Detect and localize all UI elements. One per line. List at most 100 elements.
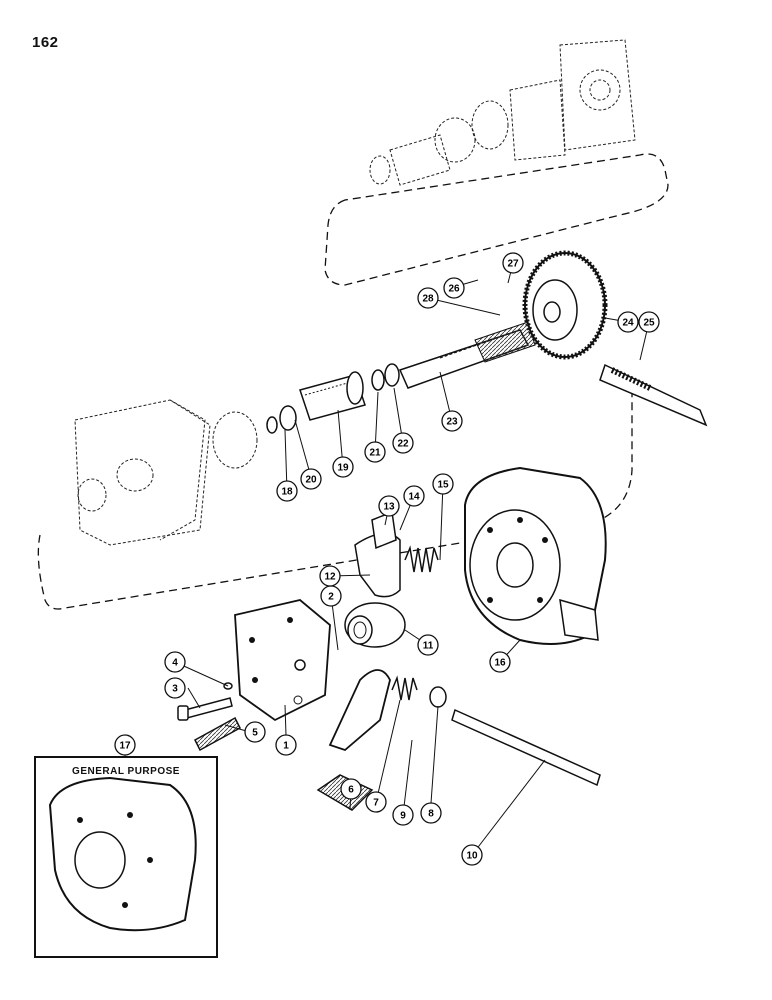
fork-spring: [404, 545, 439, 573]
callout-number: 16: [494, 658, 506, 669]
callout-28: 28: [417, 287, 439, 309]
callout-11: 11: [417, 634, 439, 656]
pinion-shaft: [599, 363, 708, 427]
callout-number: 13: [383, 502, 395, 513]
callout-number: 10: [466, 851, 478, 862]
callout-circle: [365, 791, 387, 813]
shift-fork: [354, 510, 401, 598]
callout-circle: [441, 410, 463, 432]
callout-number: 23: [446, 417, 458, 428]
callout-4: 4: [164, 651, 186, 673]
callout-number: 2: [328, 592, 334, 603]
cover-plate: [234, 599, 331, 722]
callout-21: 21: [364, 441, 386, 463]
callout-17: 17: [114, 734, 136, 756]
callout-number: 3: [172, 684, 178, 695]
inset-title: GENERAL PURPOSE: [72, 766, 180, 777]
inset-housing: [48, 776, 197, 932]
dashed-assembly-boundary-upper: [324, 153, 669, 286]
callout-number: 20: [305, 475, 317, 486]
callout-number: 27: [507, 259, 519, 270]
callout-number: 14: [408, 492, 420, 503]
callout-circle: [164, 651, 186, 673]
callout-9: 9: [392, 804, 414, 826]
callout-circle: [114, 734, 136, 756]
callout-circle: [443, 277, 465, 299]
callout-22: 22: [392, 432, 414, 454]
callout-number: 6: [348, 785, 354, 796]
callout-circle: [164, 677, 186, 699]
callout-number: 15: [437, 480, 449, 491]
callout-number: 9: [400, 811, 406, 822]
callout-circle: [617, 311, 639, 333]
callout-5: 5: [244, 721, 266, 743]
callout-2: 2: [320, 585, 342, 607]
callout-number: 7: [373, 798, 379, 809]
callout-circle: [432, 473, 454, 495]
callout-circle: [340, 778, 362, 800]
callout-circle: [364, 441, 386, 463]
callout-circle: [392, 432, 414, 454]
callout-number: 8: [428, 809, 434, 820]
callout-number: 4: [172, 658, 178, 669]
callout-number: 26: [448, 284, 460, 295]
callout-number: 5: [252, 728, 258, 739]
callout-number: 18: [281, 487, 293, 498]
callout-number: 25: [643, 318, 655, 329]
callout-circle: [332, 456, 354, 478]
callout-number: 19: [337, 463, 349, 474]
callout-18: 18: [276, 480, 298, 502]
callout-27: 27: [502, 252, 524, 274]
callout-circle: [244, 721, 266, 743]
callout-circle: [420, 802, 442, 824]
page-number: 162: [32, 34, 59, 51]
coupler: [344, 602, 406, 648]
callout-23: 23: [441, 410, 463, 432]
callout-15: 15: [432, 473, 454, 495]
callout-number: 28: [422, 294, 434, 305]
pedal-shaft: [451, 708, 601, 787]
callout-7: 7: [365, 791, 387, 813]
callout-8: 8: [420, 802, 442, 824]
callout-10: 10: [461, 844, 483, 866]
pedal-arm: [316, 669, 447, 811]
callout-19: 19: [332, 456, 354, 478]
thrust-washers: [266, 363, 400, 434]
callout-circle: [378, 495, 400, 517]
callout-6: 6: [340, 778, 362, 800]
axle-shaft: [398, 321, 536, 389]
ghost-left-housing: [74, 399, 258, 546]
bolts: [177, 682, 241, 752]
bearing-housing: [464, 466, 607, 645]
callout-24: 24: [617, 311, 639, 333]
callout-14: 14: [403, 485, 425, 507]
callout-12: 12: [319, 565, 341, 587]
callout-3: 3: [164, 677, 186, 699]
callout-circle: [417, 287, 439, 309]
ring-gear: [522, 250, 608, 360]
callout-circle: [502, 252, 524, 274]
callout-number: 22: [397, 439, 409, 450]
callout-number: 12: [324, 572, 336, 583]
callout-16: 16: [489, 651, 511, 673]
callout-number: 11: [423, 641, 434, 652]
callout-13: 13: [378, 495, 400, 517]
callout-circle: [489, 651, 511, 673]
callout-circle: [417, 634, 439, 656]
callout-circle: [392, 804, 414, 826]
callout-20: 20: [300, 468, 322, 490]
callout-circle: [300, 468, 322, 490]
callout-circle: [638, 311, 660, 333]
callout-circle: [276, 480, 298, 502]
ghost-top-housing: [369, 39, 636, 186]
callout-circle: [319, 565, 341, 587]
callout-number: 17: [119, 741, 131, 752]
callout-1: 1: [275, 734, 297, 756]
callout-circle: [275, 734, 297, 756]
callout-25: 25: [638, 311, 660, 333]
general-purpose-inset: GENERAL PURPOSE: [34, 756, 218, 958]
splined-sleeve: [299, 371, 366, 421]
callout-number: 21: [369, 448, 381, 459]
